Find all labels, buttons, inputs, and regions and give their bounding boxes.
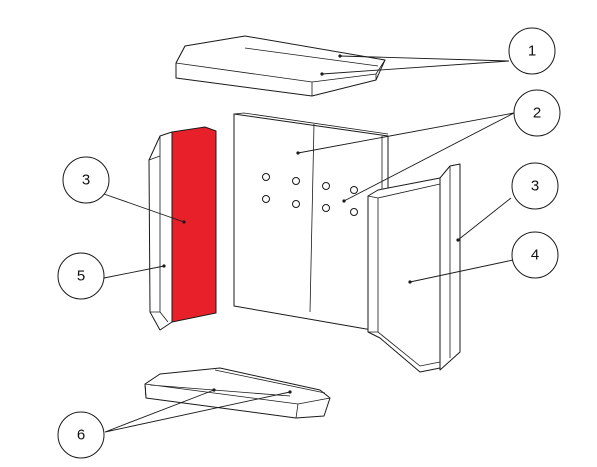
callout-label: 4 bbox=[531, 247, 539, 264]
callout-2: 2 bbox=[513, 89, 561, 137]
callout-label: 5 bbox=[77, 268, 85, 285]
callout-label: 3 bbox=[82, 172, 90, 189]
callout-1: 1 bbox=[508, 27, 556, 75]
top-plate bbox=[175, 35, 386, 97]
left-side-wall bbox=[148, 131, 173, 331]
callout-4: 4 bbox=[511, 231, 559, 279]
right-side-panel bbox=[367, 177, 441, 373]
callout-3-right: 3 bbox=[511, 162, 559, 210]
back-wall bbox=[233, 112, 389, 331]
red-side-insert bbox=[171, 126, 217, 323]
right-side-wall bbox=[439, 163, 461, 371]
callout-label: 1 bbox=[528, 43, 536, 60]
callout-3-left: 3 bbox=[62, 156, 110, 204]
callout-label: 3 bbox=[531, 178, 539, 195]
callout-label: 6 bbox=[77, 427, 85, 444]
callout-6: 6 bbox=[57, 411, 105, 459]
bottom-plate bbox=[144, 367, 331, 419]
callout-5: 5 bbox=[57, 252, 105, 300]
leader-lines bbox=[103, 55, 515, 433]
leader-arrowheads bbox=[162, 54, 460, 394]
callout-label: 2 bbox=[533, 105, 541, 122]
